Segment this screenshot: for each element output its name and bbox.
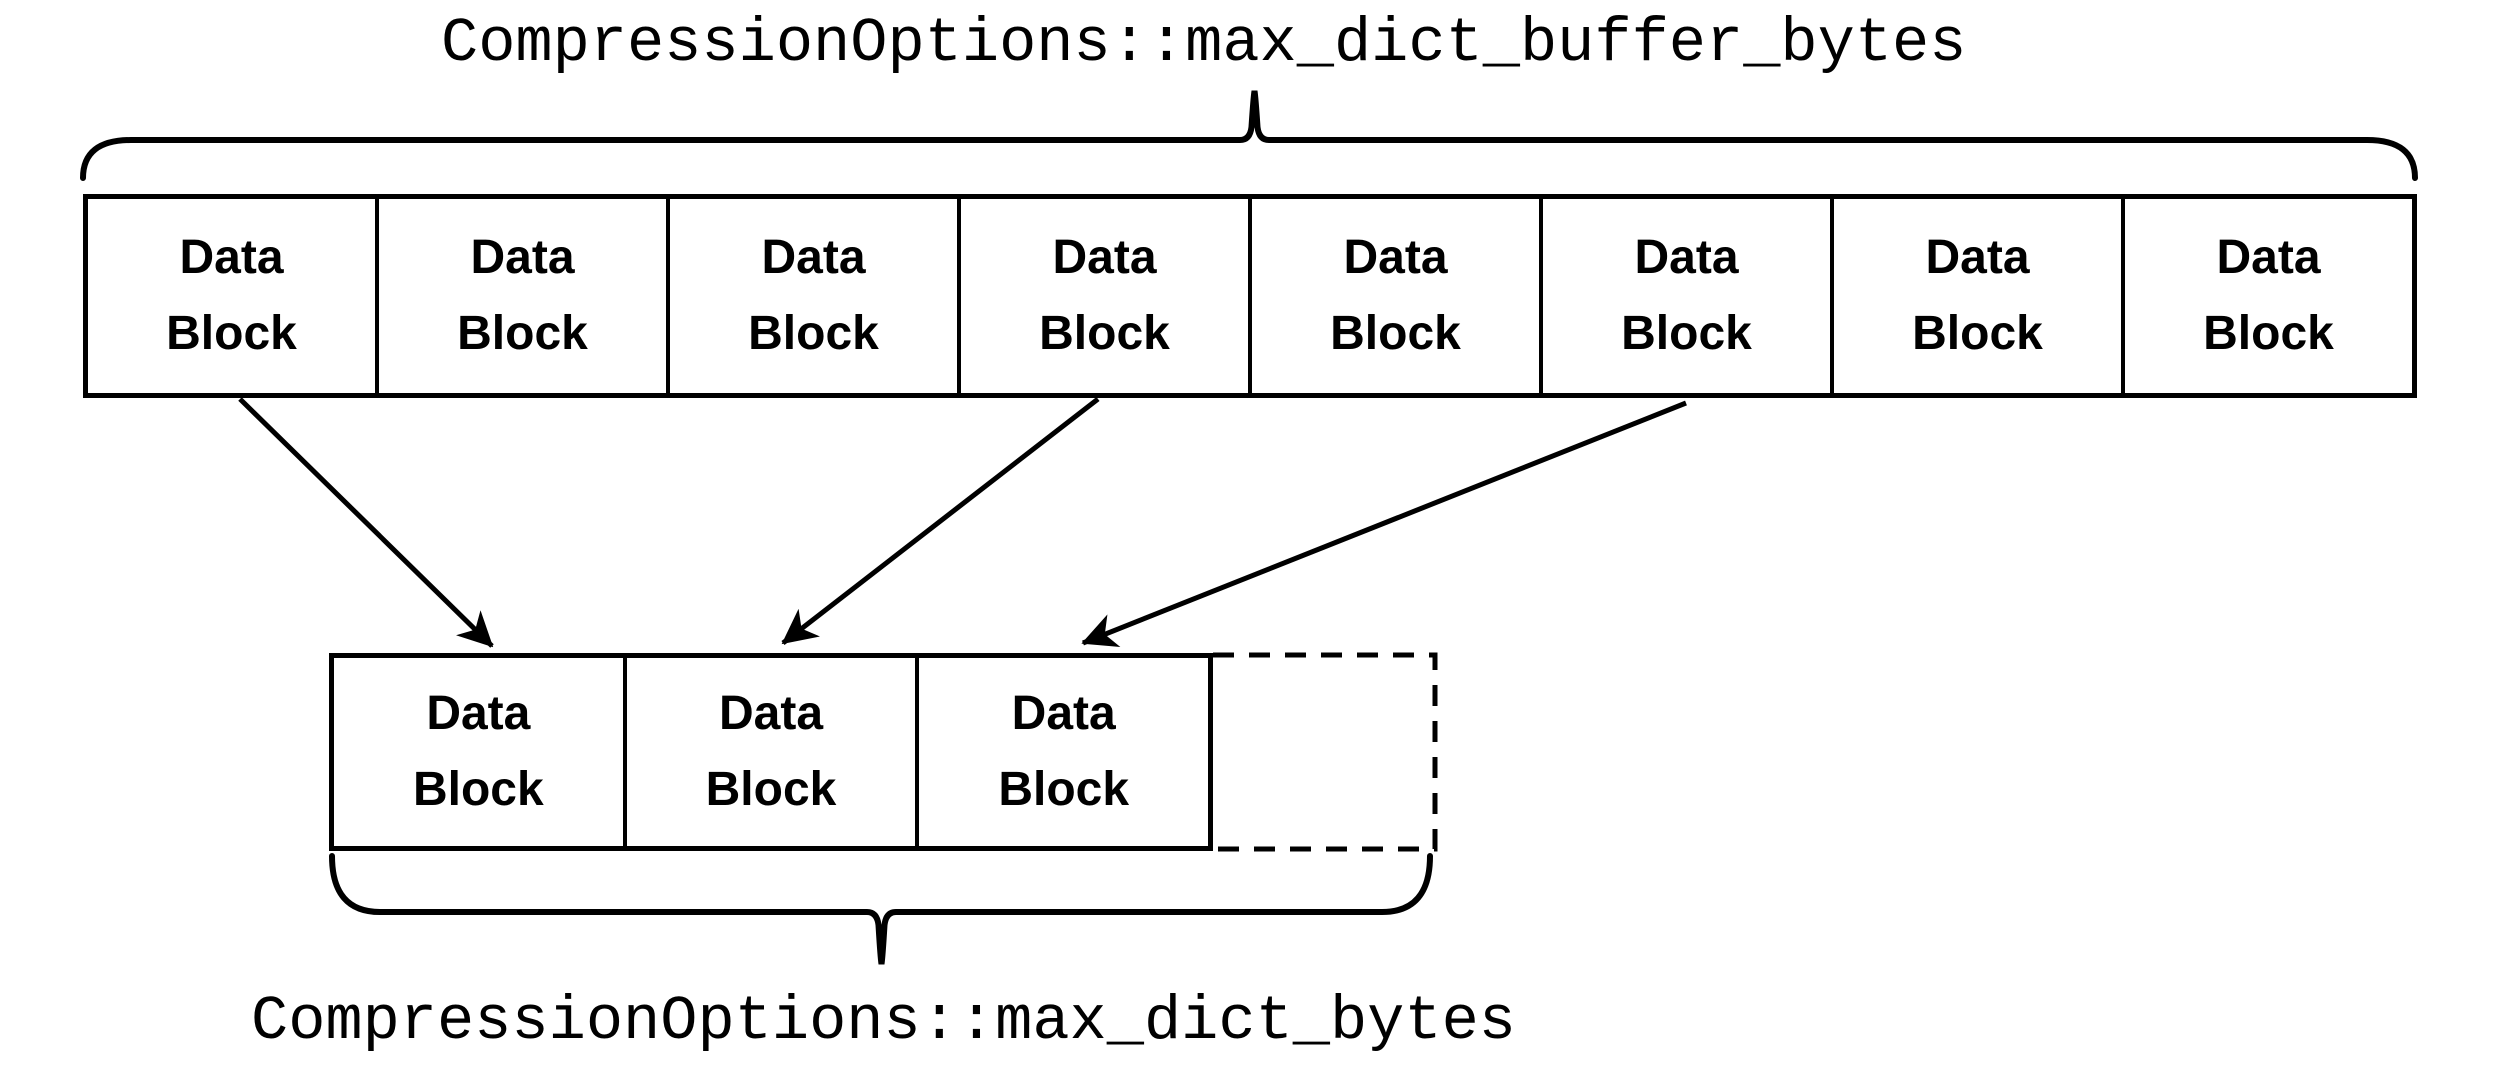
data-block: Data Block — [915, 658, 1208, 846]
data-block-label-line1: Data — [2216, 231, 2321, 284]
data-block-label-line1: Data — [1052, 231, 1157, 284]
data-block-label-line1: Data — [718, 687, 824, 740]
data-block-label-line1: Data — [1925, 231, 2030, 284]
data-block: Data Block — [1830, 199, 2121, 393]
data-block-label-line2: Block — [1330, 307, 1461, 360]
data-block-label-line2: Block — [1621, 307, 1752, 360]
top-caption-max-dict-buffer-bytes: CompressionOptions::max_dict_buffer_byte… — [441, 8, 1967, 79]
data-block: Data Block — [1539, 199, 1830, 393]
data-block-label-line1: Data — [470, 231, 575, 284]
brace-top — [80, 90, 2418, 181]
data-block: Data Block — [334, 658, 623, 846]
data-block: Data Block — [88, 199, 375, 393]
data-block-label-line2: Block — [166, 307, 297, 360]
data-block: Data Block — [375, 199, 666, 393]
data-block-label-line1: Data — [761, 231, 866, 284]
data-block-label-line1: Data — [1011, 687, 1116, 740]
sample-arrow-icon — [1081, 400, 1687, 647]
data-block: Data Block — [622, 658, 916, 846]
bottom-caption-max-dict-bytes: CompressionOptions::max_dict_bytes — [251, 986, 1517, 1057]
data-block-label-line2: Block — [705, 763, 837, 816]
data-block-label-line2: Block — [1912, 307, 2043, 360]
data-block: Data Block — [666, 199, 957, 393]
brace-bottom — [329, 853, 1433, 965]
data-block-label-line2: Block — [748, 307, 879, 360]
data-block-row-buffer: Data Block Data Block Data Block Data Bl… — [83, 194, 2417, 398]
data-block-label-line1: Data — [1343, 231, 1448, 284]
data-block-label-line2: Block — [2203, 307, 2334, 360]
data-block-label-line1: Data — [179, 231, 284, 284]
data-block-label-line2: Block — [1039, 307, 1170, 360]
data-block-label-line1: Data — [426, 687, 531, 740]
data-block: Data Block — [2121, 199, 2412, 393]
data-block: Data Block — [1248, 199, 1539, 393]
data-block-row-dict: Data Block Data Block Data Block — [329, 653, 1213, 851]
sample-arrow-icon — [781, 397, 1100, 645]
data-block-label-line2: Block — [998, 763, 1130, 816]
dashed-placeholder-box — [1211, 652, 1438, 852]
data-block-label-line2: Block — [457, 307, 588, 360]
sample-arrow-icon — [238, 397, 494, 648]
data-block-label-line1: Data — [1634, 231, 1739, 284]
data-block: Data Block — [957, 199, 1248, 393]
data-block-label-line2: Block — [412, 763, 544, 816]
